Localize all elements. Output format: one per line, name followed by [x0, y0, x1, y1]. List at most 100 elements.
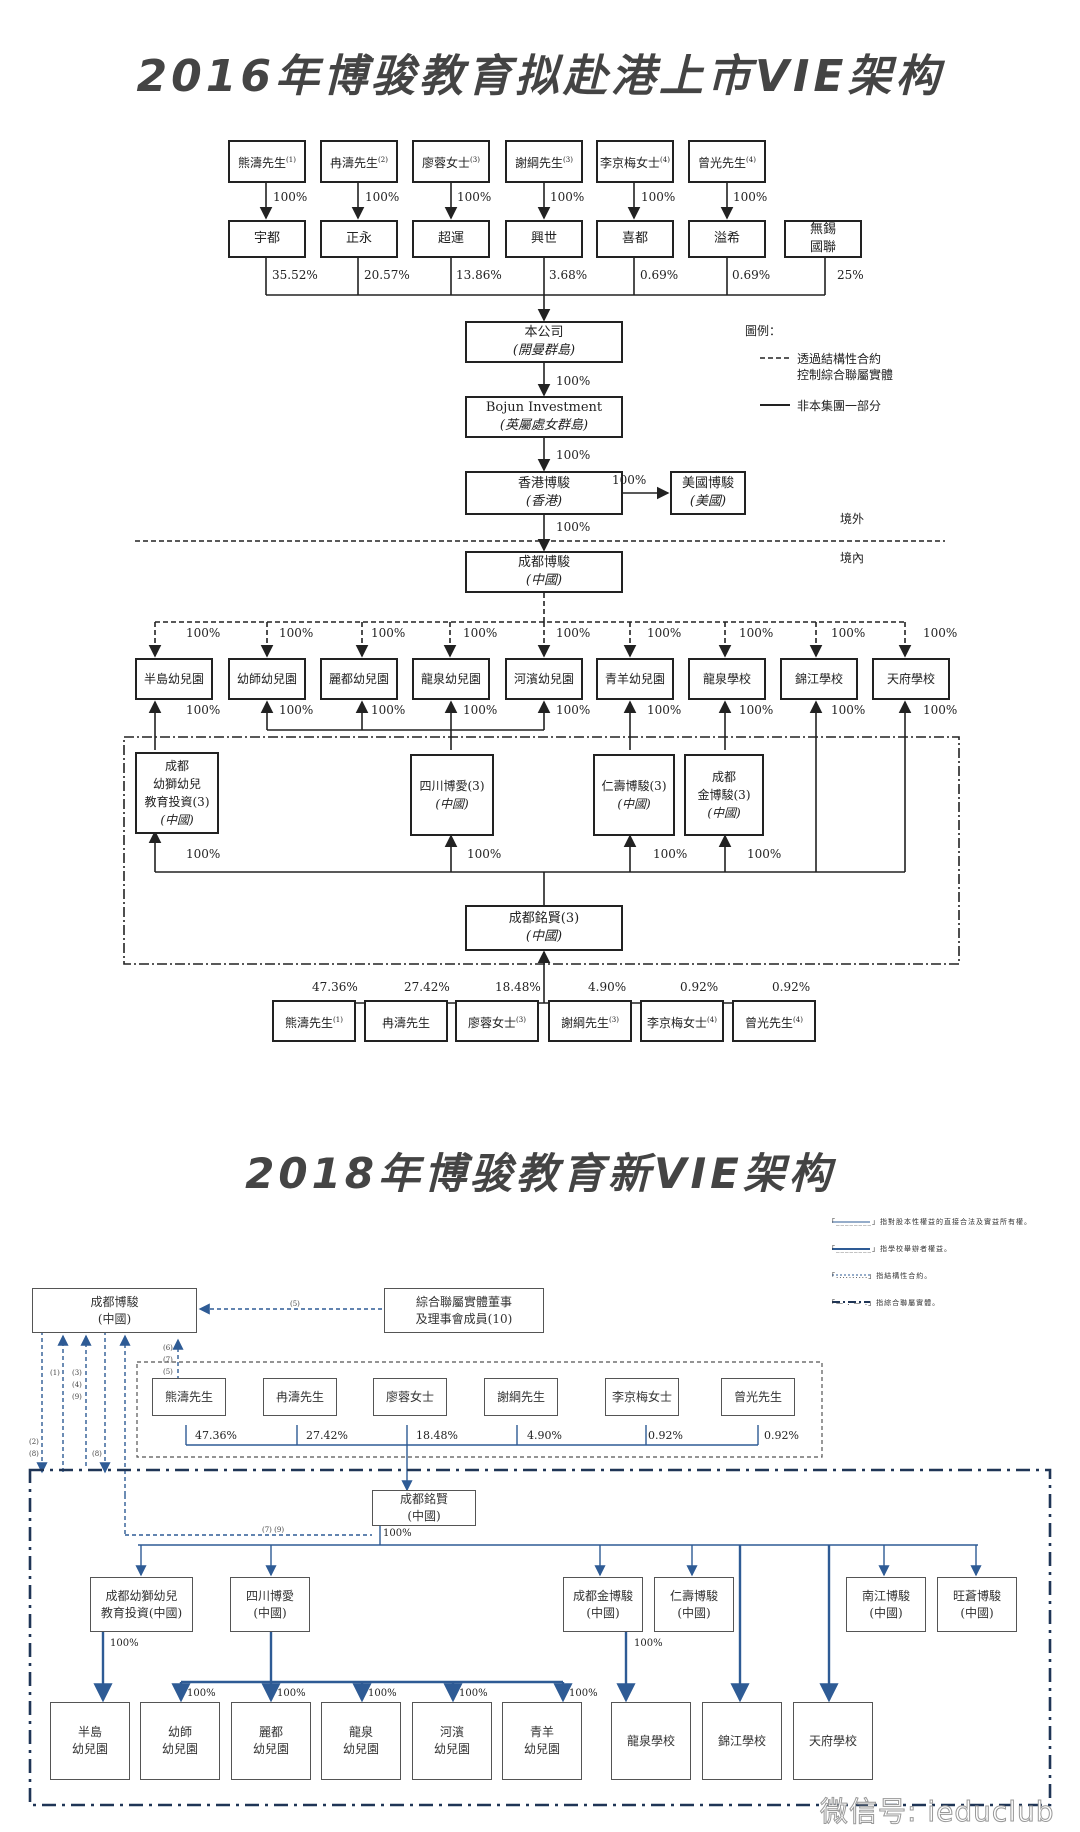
note-8a: (8) [29, 1450, 39, 1458]
legend-item: 「..........」指結構性合約。 [828, 1272, 933, 1280]
school-box: 半島幼兒園 [135, 658, 213, 700]
shareholder-name: 廖蓉女士 [422, 156, 471, 170]
bojun-investment-box: Bojun Investment (英屬處女群島) [465, 396, 623, 438]
school-box: 麗都幼兒園 [320, 658, 398, 700]
school-2018-line2: 幼兒園 [252, 1742, 289, 1756]
vie-entity-box: 成都幼獅幼兒教育投資(3)(中國) [135, 752, 219, 834]
pct-holder-2018: 18.48% [416, 1429, 458, 1442]
note-board-arrow: (5) [290, 1300, 300, 1308]
school-2018-box: 麗都幼兒園 [231, 1702, 311, 1780]
school-2018-line2: 幼兒園 [71, 1742, 108, 1756]
holder-box: 冉濤先生 [364, 1000, 448, 1042]
note-8b: (8) [92, 1450, 102, 1458]
pct-vie: 100% [186, 847, 221, 861]
pct-stake: 0.69% [640, 268, 679, 282]
pct-vie: 100% [653, 847, 688, 861]
holdco-name: 正永 [345, 231, 372, 246]
note-3: (3) [72, 1369, 82, 1377]
mid-entity-box: 旺蒼博駿(中國) [937, 1577, 1017, 1632]
note-ref: (4) [746, 156, 756, 164]
shareholder-name: 冉濤先生 [330, 156, 379, 170]
pct-holder-2018: 4.90% [527, 1429, 562, 1442]
pct-bottom: 100% [556, 703, 591, 717]
shareholder-name: 曾光先生 [698, 156, 747, 170]
wuxi-line1: 無錫 [809, 222, 836, 237]
pct-stake: 0.69% [732, 268, 771, 282]
board-line2: 及理事會成員(10) [415, 1311, 513, 1326]
hk-bojun-box: 香港博駿 (香港) [465, 471, 623, 515]
holder-box: 廖蓉女士(3) [455, 1000, 539, 1042]
mingxian-sub: (中國) [525, 929, 563, 944]
pct-top: 100% [186, 626, 221, 640]
vie-entity-box: 四川博愛(3)(中國) [410, 754, 494, 836]
holder-box: 李京梅女士(4) [640, 1000, 724, 1042]
note-4: (4) [72, 1381, 82, 1389]
note-ref: (2) [378, 156, 388, 164]
shareholder-name: 熊濤先生 [238, 156, 287, 170]
school-box: 龍泉幼兒園 [412, 658, 490, 700]
note-ref: (3) [470, 156, 480, 164]
school-name: 河濱幼兒園 [513, 672, 574, 686]
pct-stake: 3.68% [549, 268, 588, 282]
shareholder-box: 李京梅女士(4) [596, 140, 674, 183]
shareholder-name: 謝綱先生 [515, 156, 564, 170]
holdco-box: 溢希 [688, 220, 766, 258]
school-2018-box: 河濱幼兒園 [412, 1702, 492, 1780]
note-ref: (3) [563, 156, 573, 164]
offshore-label: 境外 [840, 512, 865, 526]
school-name: 天府學校 [886, 672, 935, 686]
school-name: 青羊幼兒園 [604, 672, 665, 686]
us-sub: (美國) [689, 494, 727, 509]
company-box: 本公司 (開曼群島) [465, 321, 623, 363]
pct-holder-2018: 0.92% [648, 1429, 683, 1442]
holder-box: 熊濤先生(1) [272, 1000, 356, 1042]
note-5: (5) [163, 1368, 173, 1376]
shareholder-box: 廖蓉女士(3) [412, 140, 490, 183]
school-name: 龍泉幼兒園 [420, 672, 481, 686]
mid-line2: (中國) [960, 1605, 994, 1620]
pct-holder-2018: 47.36% [195, 1429, 237, 1442]
holder-box: 曾光先生(4) [732, 1000, 816, 1042]
holder-name: 熊濤先生 [285, 1015, 334, 1030]
holdco-box: 正永 [320, 220, 398, 258]
pct-kinder: 100% [459, 1688, 488, 1699]
bojun-name: Bojun Investment [485, 400, 603, 415]
pct-us: 100% [612, 473, 647, 487]
chengdu-mingxian-2018-box: 成都銘賢 (中國) [372, 1490, 476, 1526]
school-2018-line1: 幼師 [167, 1725, 192, 1739]
company-sub: (開曼群島) [512, 343, 576, 358]
holdco-name: 超運 [437, 231, 464, 246]
note-ref: (4) [707, 1015, 717, 1024]
wuxi-guolian-box: 無錫國聯 [784, 220, 862, 258]
cd-name: 成都博駿 [517, 555, 570, 570]
holdco-name: 宇都 [253, 231, 280, 246]
school-2018-box: 半島幼兒園 [50, 1702, 130, 1780]
school-box: 青羊幼兒園 [596, 658, 674, 700]
holder-name: 謝綱先生 [561, 1015, 610, 1030]
school-name: 幼師幼兒園 [236, 672, 297, 686]
school-2018-line2: 幼兒園 [433, 1742, 470, 1756]
pct-own: 100% [273, 190, 308, 204]
shareholder-box: 謝綱先生(3) [505, 140, 583, 183]
vie-line: 四川博愛(3) [419, 779, 485, 793]
pct-holder: 47.36% [312, 980, 358, 994]
pct-vie: 100% [467, 847, 502, 861]
holder-name: 冉濤先生 [381, 1015, 430, 1030]
pct-top: 100% [647, 626, 682, 640]
school-2018-line2: 幼兒園 [523, 1742, 560, 1756]
chengdu-bojun-2018-box: 成都博駿 (中國) [32, 1288, 197, 1333]
pct-top: 100% [463, 626, 498, 640]
note-ref: (1) [333, 1015, 343, 1024]
pct-own: 100% [365, 190, 400, 204]
holdco-name: 興世 [530, 231, 557, 246]
cd18-name: 成都博駿 [90, 1294, 139, 1309]
school-2018-line2: 幼兒園 [342, 1742, 379, 1756]
note-ref: (1) [286, 156, 296, 164]
note-ref: (3) [516, 1015, 526, 1024]
mid-line2: (中國) [869, 1605, 903, 1620]
pct-top: 100% [739, 626, 774, 640]
mingxian-name: 成都銘賢(3) [508, 911, 580, 926]
note-2: (2) [29, 1438, 39, 1446]
vie-line: 成都 [711, 770, 736, 784]
pct-top: 100% [371, 626, 406, 640]
